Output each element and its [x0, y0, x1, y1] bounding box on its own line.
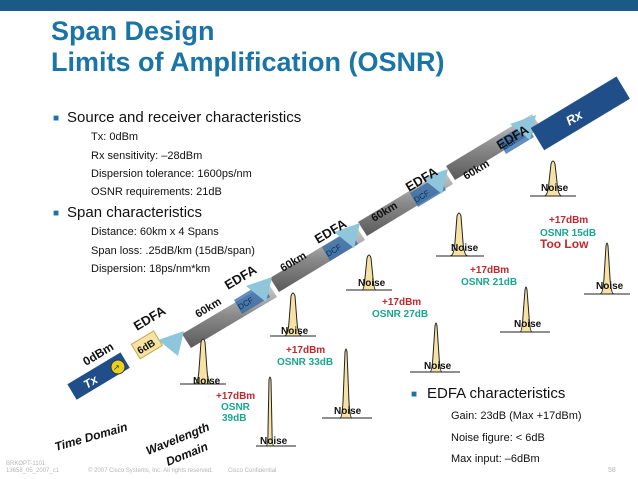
- footer-confidential: Cisco Confidential: [228, 468, 277, 474]
- noise-label: Noise: [260, 436, 288, 447]
- noise-label: Noise: [541, 183, 569, 194]
- spectrum-7: Noise: [436, 212, 484, 257]
- edfa-label: EDFA: [131, 303, 169, 334]
- osnr-label: OSNR 33dB: [277, 357, 333, 368]
- noise-label: Noise: [281, 326, 309, 337]
- noise-label: Noise: [334, 406, 362, 417]
- edfa-characteristic-item: Gain: 23dB (Max +17dBm): [451, 410, 582, 422]
- noise-label: Noise: [358, 278, 386, 289]
- power-output-label: +17dBm: [470, 265, 509, 276]
- spectra-group: Noise Noise Noise Noise Noise Noise Nois…: [180, 160, 630, 447]
- attenuator-icon: [110, 359, 126, 375]
- source-heading: Source and receiver characteristics: [67, 109, 302, 126]
- time-domain-label: Time Domain: [53, 420, 129, 454]
- page-title: Span Design: [51, 16, 215, 46]
- power-output-label: +17dBm: [216, 391, 255, 402]
- osnr-label: OSNR 15dB: [540, 228, 596, 239]
- spectrum-2: Noise: [256, 376, 296, 447]
- rx-receiver: Rx: [530, 76, 630, 151]
- edfa-amplifier: [422, 169, 448, 194]
- span-heading: Span characteristics: [67, 204, 203, 221]
- power-output-label: +17dBm: [549, 215, 588, 226]
- source-item: Tx: 0dBm: [91, 131, 139, 143]
- edfa-amplifier: [510, 115, 536, 140]
- edfa-amplifier: [246, 277, 272, 302]
- page-subtitle: Limits of Amplification (OSNR): [51, 47, 445, 77]
- edfa-characteristic-item: Max input: –6dBm: [451, 453, 540, 465]
- too-low-label: Too Low: [540, 237, 589, 251]
- edfa-characteristic-item: Noise figure: < 6dB: [451, 432, 545, 444]
- span-item: Distance: 60km x 4 Spans: [91, 226, 219, 238]
- footer-code: BRKOPT-1101: [6, 461, 46, 467]
- spectrum-1: Noise: [180, 338, 226, 387]
- spectrum-3: Noise: [270, 292, 316, 337]
- attenuator: 6dB: [130, 330, 164, 360]
- span-item: Dispersion: 18ps/nm*km: [91, 263, 211, 275]
- span-item: Span loss: .25dB/km (15dB/span): [91, 245, 255, 257]
- noise-label: Noise: [596, 281, 624, 292]
- source-item: Rx sensitivity: –28dBm: [91, 150, 203, 162]
- top-bar: [0, 0, 638, 11]
- spectrum-5: Noise: [346, 254, 392, 291]
- osnr-label: OSNR: [221, 402, 251, 413]
- source-item: OSNR requirements: 21dB: [91, 186, 222, 198]
- noise-label: Noise: [451, 243, 479, 254]
- footer-code: 13658_05_2007_c1: [6, 468, 60, 474]
- power-output-label: +17dBm: [382, 297, 421, 308]
- page-number: 58: [608, 467, 616, 474]
- source-item: Dispersion tolerance: 1600ps/nm: [91, 168, 252, 180]
- noise-label: Noise: [514, 319, 542, 330]
- attenuator-icon-glyph: ↗: [113, 363, 120, 372]
- spectrum-6: Noise: [410, 322, 460, 373]
- footer-copyright: © 2007 Cisco Systems, Inc. All rights re…: [88, 468, 213, 474]
- noise-label: Noise: [424, 361, 452, 372]
- spectrum-8: Noise: [500, 286, 550, 333]
- spectrum-4: Noise: [322, 348, 372, 419]
- bullet-icon: ■: [411, 389, 418, 400]
- power-output-label: +17dBm: [286, 345, 325, 356]
- bullet-icon: ■: [53, 113, 60, 124]
- edfa-amplifier: [334, 223, 360, 248]
- bullet-icon: ■: [53, 208, 60, 219]
- osnr-label: OSNR 21dB: [461, 277, 517, 288]
- edfa-amplifier: [158, 331, 184, 356]
- noise-label: Noise: [193, 376, 221, 387]
- osnr-label: 39dB: [222, 413, 246, 424]
- spectrum-9: Noise: [530, 160, 576, 197]
- edfa-characteristics-heading: EDFA characteristics: [427, 385, 566, 402]
- spectrum-10: Noise: [584, 242, 630, 295]
- osnr-label: OSNR 27dB: [372, 309, 428, 320]
